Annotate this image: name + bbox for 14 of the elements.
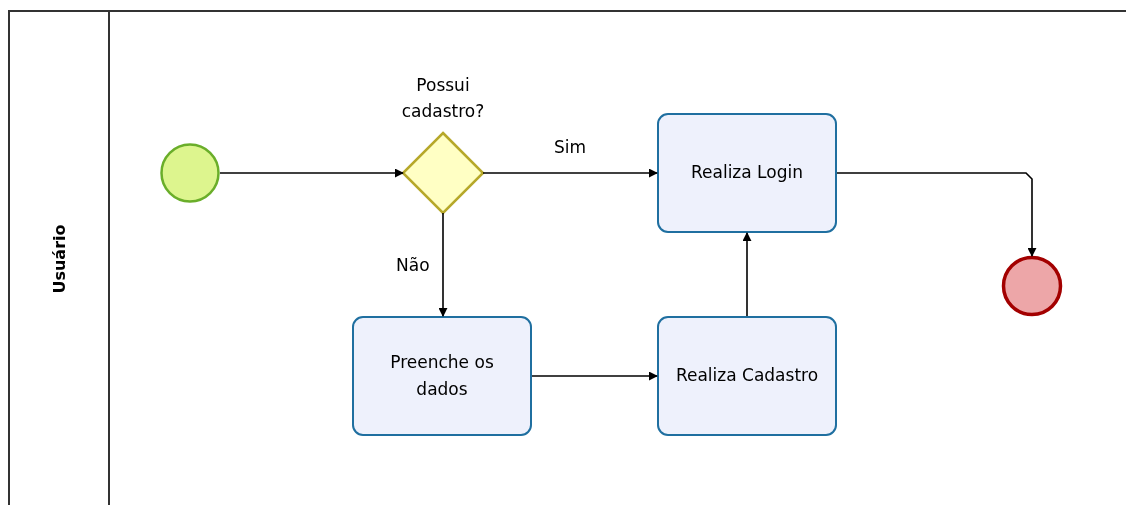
gateway-label: Possui cadastro?: [400, 74, 486, 123]
arrow: [482, 168, 658, 178]
arrow: [531, 371, 658, 381]
task-box: Preenche os dados: [352, 316, 532, 436]
arrow: [836, 172, 1037, 257]
arrow: [219, 168, 404, 178]
end-event-circle: [1002, 256, 1062, 316]
task-box: Realiza Cadastro: [657, 316, 837, 436]
start-event-circle: [160, 143, 220, 203]
task-box: Realiza Login: [657, 113, 837, 233]
lane-title: Usuário: [49, 223, 69, 294]
arrow: [438, 212, 448, 317]
swimlane: [8, 10, 1126, 505]
arrow: [742, 232, 752, 317]
